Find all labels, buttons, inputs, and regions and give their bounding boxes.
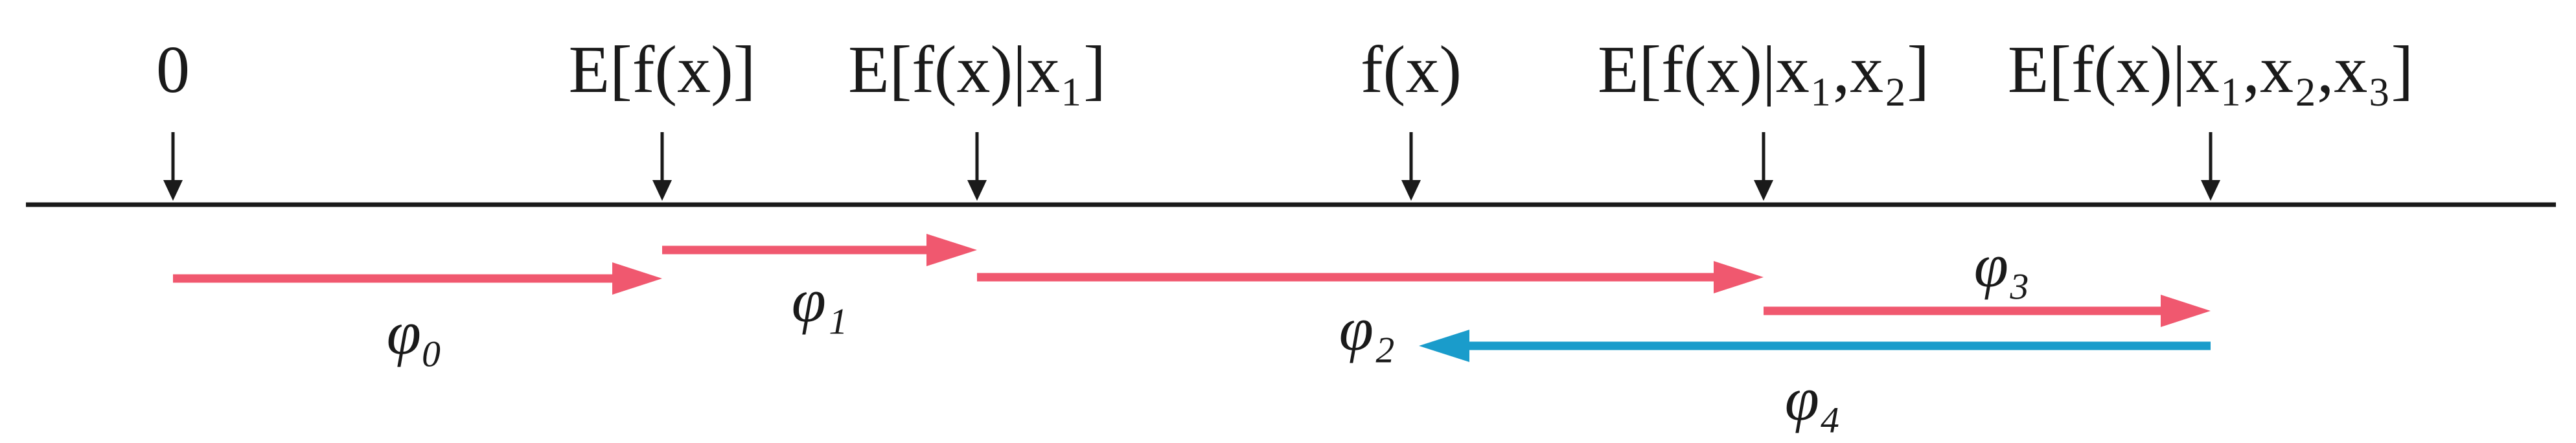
right-arrow-icon xyxy=(612,262,662,295)
phi3-label: φ₃ xyxy=(1974,231,2030,300)
arrow-phi3 xyxy=(1764,295,2211,327)
tick-label-zero: 0 xyxy=(156,32,190,107)
down-arrow-icon xyxy=(2201,180,2220,201)
tick-label-e-f-x12: E[f(x)|x₁,x₂] xyxy=(1598,32,1929,107)
tick-zero xyxy=(163,132,183,201)
left-arrow-icon xyxy=(1419,330,1469,362)
arrow-phi4 xyxy=(1419,330,2211,362)
tick-label-e-f: E[f(x)] xyxy=(569,32,756,107)
arrow-phi2 xyxy=(977,261,1764,293)
tick-label-f-x: f(x) xyxy=(1361,32,1462,107)
phi4-label: φ₄ xyxy=(1785,364,1841,433)
tick-label-e-f-x123: E[f(x)|x₁,x₂,x₃] xyxy=(2008,32,2413,107)
tick-label-e-f-x1: E[f(x)|x₁] xyxy=(848,32,1106,107)
right-arrow-icon xyxy=(926,234,977,266)
tick-e-f-x123 xyxy=(2201,132,2220,201)
tick-e-f xyxy=(652,132,672,201)
tick-e-f-x12 xyxy=(1754,132,1773,201)
phi1-label: φ₁ xyxy=(792,266,847,335)
down-arrow-icon xyxy=(1401,180,1421,201)
arrow-phi1 xyxy=(662,234,977,266)
down-arrow-icon xyxy=(1754,180,1773,201)
phi0-label: φ₀ xyxy=(387,298,443,367)
arrow-phi0 xyxy=(173,262,662,295)
phi2-label: φ₂ xyxy=(1339,294,1395,363)
tick-e-f-x1 xyxy=(967,132,987,201)
right-arrow-icon xyxy=(2161,295,2211,327)
down-arrow-icon xyxy=(967,180,987,201)
down-arrow-icon xyxy=(652,180,672,201)
down-arrow-icon xyxy=(163,180,183,201)
right-arrow-icon xyxy=(1714,261,1764,293)
tick-f-x xyxy=(1401,132,1421,201)
